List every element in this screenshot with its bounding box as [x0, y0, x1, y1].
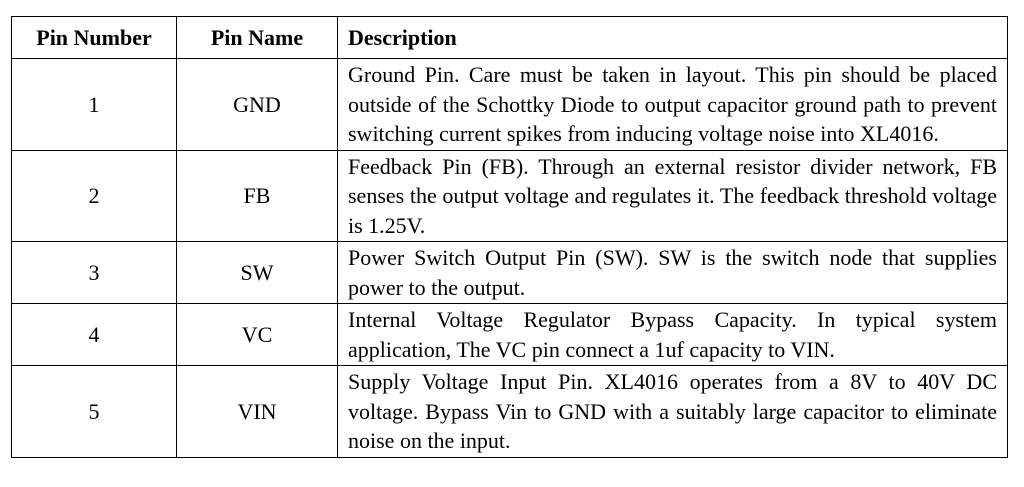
pin-name-cell: FB [176, 149, 338, 242]
pin-description-cell: Internal Voltage Regulator Bypass Capaci… [337, 303, 1008, 366]
header-row: Pin Number Pin Name Description [11, 16, 1008, 59]
pin-description-table: Pin Number Pin Name Description 1 GND Gr… [11, 16, 1008, 458]
table-row: 4 VC Internal Voltage Regulator Bypass C… [11, 303, 1008, 366]
pin-name-cell: GND [176, 58, 338, 151]
pin-description-cell: Power Switch Output Pin (SW). SW is the … [337, 241, 1008, 304]
pin-number-cell: 1 [11, 58, 177, 151]
pin-name-cell: VIN [176, 365, 338, 458]
pin-number-cell: 5 [11, 365, 177, 458]
table-row: 2 FB Feedback Pin (FB). Through an exter… [11, 149, 1008, 242]
pin-number-cell: 2 [11, 149, 177, 242]
pin-number-cell: 3 [11, 241, 177, 304]
table-body: 1 GND Ground Pin. Care must be taken in … [11, 58, 1008, 458]
header-pin-name: Pin Name [176, 16, 338, 59]
pin-description-cell: Feedback Pin (FB). Through an external r… [337, 149, 1008, 242]
pin-description-cell: Supply Voltage Input Pin. XL4016 operate… [337, 365, 1008, 458]
table-row: 3 SW Power Switch Output Pin (SW). SW is… [11, 241, 1008, 304]
pin-name-cell: VC [176, 303, 338, 366]
table-row: 1 GND Ground Pin. Care must be taken in … [11, 58, 1008, 151]
pin-description-cell: Ground Pin. Care must be taken in layout… [337, 58, 1008, 151]
table-row: 5 VIN Supply Voltage Input Pin. XL4016 o… [11, 365, 1008, 458]
header-pin-number: Pin Number [11, 16, 177, 59]
pin-name-cell: SW [176, 241, 338, 304]
table-header: Pin Number Pin Name Description [11, 16, 1008, 59]
header-description: Description [337, 16, 1008, 59]
pin-number-cell: 4 [11, 303, 177, 366]
